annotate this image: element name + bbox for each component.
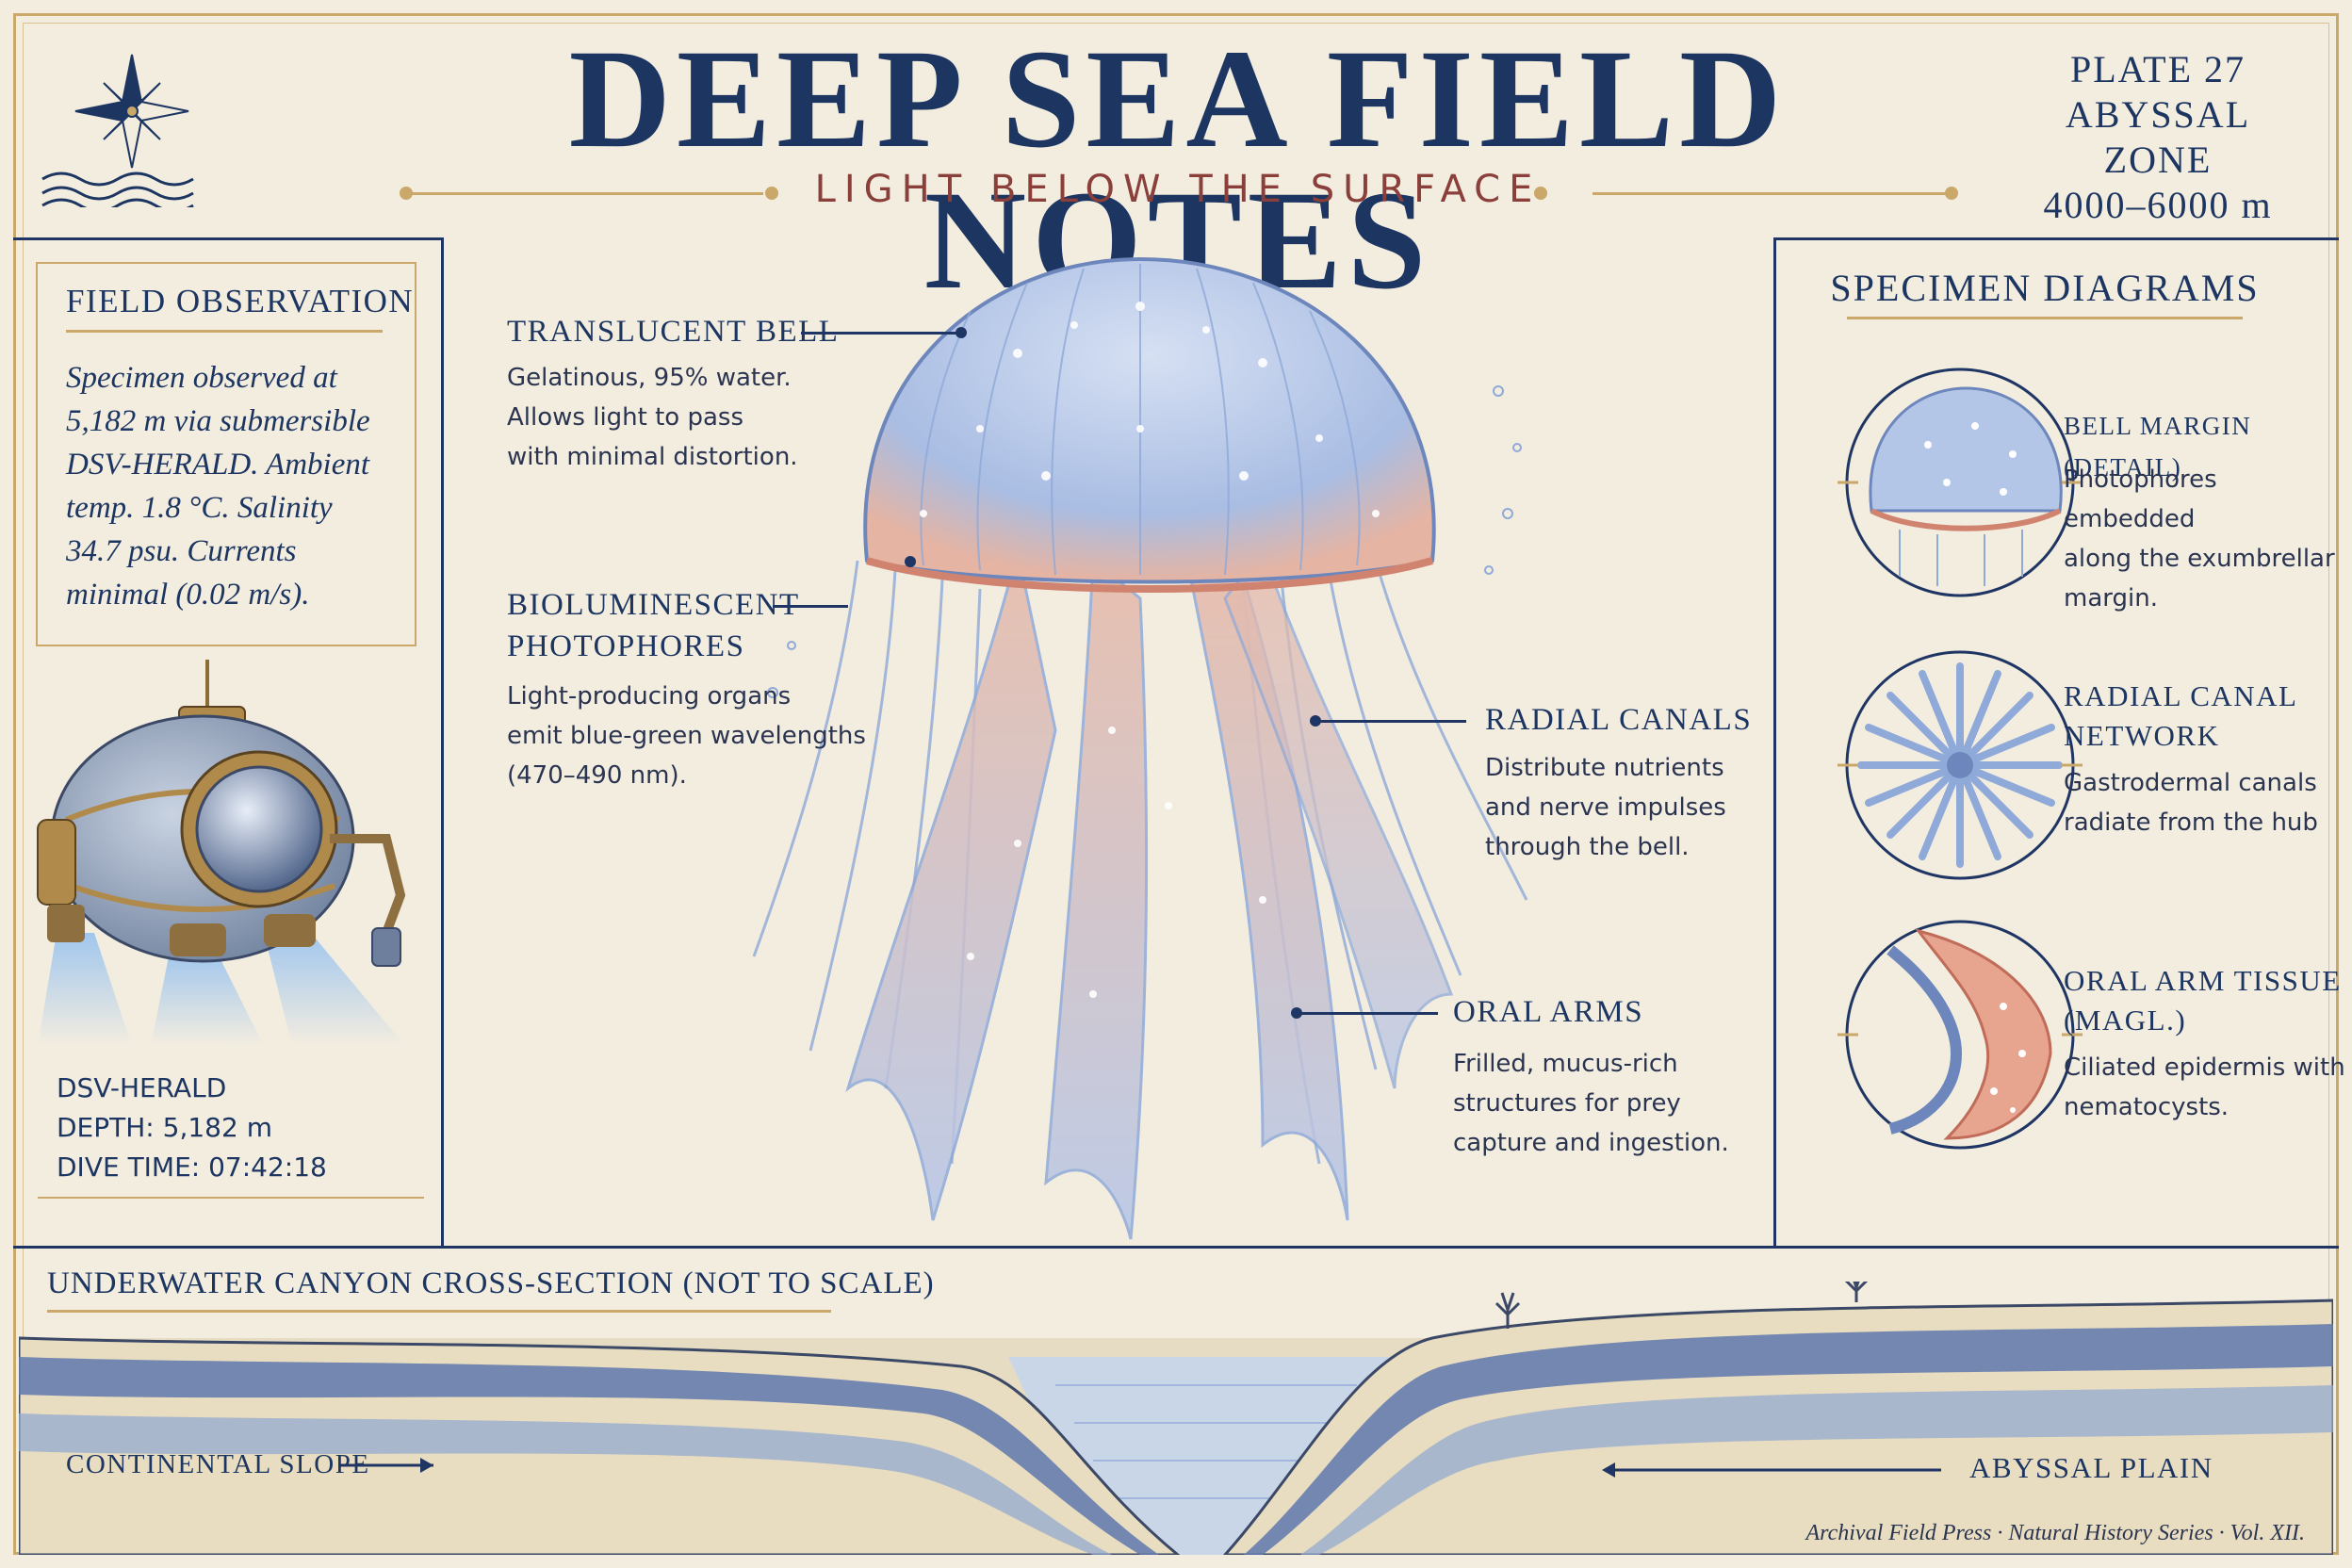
diagram-1-title: BELL MARGIN (DETAIL) bbox=[2064, 412, 2252, 482]
canals-label-title: RADIAL CANALS bbox=[1485, 703, 1753, 737]
label-line: through the bell. bbox=[1485, 833, 1690, 861]
label-line: Frilled, mucus-rich bbox=[1453, 1050, 1678, 1078]
continental-slope-label: CONTINENTAL SLOPE bbox=[66, 1449, 370, 1479]
submersible-dive-time: DIVE TIME: 07:42:18 bbox=[57, 1152, 327, 1183]
label-line: Allows light to pass bbox=[507, 403, 743, 432]
label-line: with minimal distortion. bbox=[507, 443, 798, 471]
label-line: along the exumbrellar bbox=[2064, 545, 2335, 573]
observation-line: DSV-HERALD. Ambient bbox=[66, 448, 370, 482]
label-line: Gastrodermal canals bbox=[2064, 769, 2317, 797]
label-line: Light-producing organs bbox=[507, 682, 792, 710]
submersible-name: DSV-HERALD bbox=[57, 1072, 227, 1103]
canyon-top-rule bbox=[13, 1246, 2339, 1249]
label-line: Photophores embedded bbox=[2064, 466, 2217, 533]
diagram-2-body: Gastrodermal canals radiate from the hub bbox=[2064, 763, 2318, 842]
field-observation-rule bbox=[66, 330, 383, 333]
specimen-diagrams-rule bbox=[1847, 317, 2243, 319]
label-line: Gelatinous, 95% water. bbox=[507, 364, 792, 392]
canyon-cross-section bbox=[19, 1282, 2333, 1555]
label-title-line: PHOTOPHORES bbox=[507, 629, 745, 663]
label-line: structures for prey bbox=[1453, 1089, 1681, 1118]
diagram-3-body: Ciliated epidermis with nematocysts. bbox=[2064, 1048, 2345, 1127]
label-title-line: (MAGL.) bbox=[2064, 1004, 2187, 1037]
bell-label-body: Gelatinous, 95% water. Allows light to p… bbox=[507, 358, 798, 477]
photophores-leader-line bbox=[773, 605, 848, 608]
footer-credit: Archival Field Press · Natural History S… bbox=[1805, 1521, 2306, 1545]
rule-dot bbox=[1945, 187, 1958, 200]
label-line: and nerve impulses bbox=[1485, 793, 1726, 822]
bell-leader-dot bbox=[956, 327, 967, 338]
rule-dot bbox=[400, 187, 413, 200]
arms-label-body: Frilled, mucus-rich structures for prey … bbox=[1453, 1044, 1729, 1163]
photophores-label-body: Light-producing organs emit blue-green w… bbox=[507, 677, 866, 795]
bell-margin-diagram bbox=[1838, 368, 2082, 597]
left-panel-bottom-rule bbox=[38, 1197, 424, 1199]
page-subtitle: LIGHT BELOW THE SURFACE bbox=[814, 168, 1542, 211]
compass-rose-icon bbox=[41, 54, 194, 207]
photophores-leader-dot bbox=[905, 556, 916, 567]
rule-dot bbox=[765, 187, 778, 200]
diagram-1-body: Photophores embedded along the exumbrell… bbox=[2064, 460, 2352, 618]
observation-line: 34.7 psu. Currents bbox=[66, 534, 297, 568]
label-line: Ciliated epidermis with bbox=[2064, 1054, 2345, 1082]
photophores-label-title: BIOLUMINESCENT PHOTOPHORES bbox=[507, 584, 800, 667]
submersible-depth: DEPTH: 5,182 m bbox=[57, 1112, 272, 1143]
page-title: DEEP SEA FIELD NOTES bbox=[568, 21, 1788, 318]
label-line: Distribute nutrients bbox=[1485, 754, 1724, 782]
subtitle-rule-left bbox=[405, 192, 763, 195]
arms-leader-line bbox=[1297, 1012, 1438, 1015]
label-line: nematocysts. bbox=[2064, 1093, 2230, 1121]
plate-number: PLATE 27 bbox=[2070, 48, 2246, 90]
left-panel-top-rule bbox=[13, 237, 443, 240]
canals-leader-line bbox=[1315, 720, 1466, 723]
subtitle-rule-right bbox=[1592, 192, 1951, 195]
observation-line: minimal (0.02 m/s). bbox=[66, 578, 310, 612]
label-line: emit blue-green wavelengths bbox=[507, 722, 866, 750]
diagram-2-title: RADIAL CANAL NETWORK bbox=[2064, 677, 2297, 756]
arrow-right-icon bbox=[339, 1458, 433, 1473]
observation-line: temp. 1.8 °C. Salinity bbox=[66, 491, 333, 525]
right-panel-top-rule bbox=[1773, 237, 2339, 240]
bell-leader-line bbox=[801, 332, 961, 335]
radial-canal-diagram bbox=[1838, 650, 2082, 880]
plate-zone: ABYSSAL ZONE bbox=[2065, 93, 2251, 181]
observation-line: 5,182 m via submersible bbox=[66, 404, 370, 438]
specimen-diagrams-title: SPECIMEN DIAGRAMS bbox=[1830, 267, 2260, 309]
field-observation-box bbox=[36, 262, 416, 646]
field-observation-title: FIELD OBSERVATION bbox=[66, 283, 415, 319]
left-panel-right-rule bbox=[441, 237, 444, 1248]
label-line: radiate from the hub bbox=[2064, 808, 2318, 837]
canals-label-body: Distribute nutrients and nerve impulses … bbox=[1485, 748, 1726, 867]
label-line: (470–490 nm). bbox=[507, 761, 687, 790]
right-panel-left-rule bbox=[1773, 237, 1776, 1248]
oral-arm-tissue-diagram bbox=[1838, 920, 2082, 1150]
canyon-title-rule bbox=[47, 1310, 831, 1313]
label-title-line: RADIAL CANAL bbox=[2064, 679, 2298, 712]
bell-label-title: TRANSLUCENT BELL bbox=[507, 315, 840, 349]
plate-depth: 4000–6000 m bbox=[2043, 184, 2273, 226]
label-title-line: ORAL ARM TISSUE bbox=[2064, 964, 2342, 997]
submersible-illustration bbox=[37, 660, 406, 1046]
label-line: capture and ingestion. bbox=[1453, 1129, 1729, 1157]
label-title-line: BIOLUMINESCENT bbox=[507, 588, 800, 622]
canyon-title: UNDERWATER CANYON CROSS-SECTION (NOT TO … bbox=[47, 1266, 935, 1300]
arrow-left-icon bbox=[1602, 1462, 1941, 1478]
observation-line: Specimen observed at bbox=[66, 361, 337, 395]
rule-dot bbox=[1534, 187, 1547, 200]
label-title-line: NETWORK bbox=[2064, 719, 2220, 752]
abyssal-plain-label: ABYSSAL PLAIN bbox=[1969, 1451, 2213, 1484]
submersible-info: DSV-HERALD DEPTH: 5,182 m DIVE TIME: 07:… bbox=[57, 1069, 327, 1187]
jellyfish-illustration bbox=[752, 256, 1528, 1240]
diagram-3-title: ORAL ARM TISSUE (MAGL.) bbox=[2064, 961, 2342, 1040]
arms-label-title: ORAL ARMS bbox=[1453, 995, 1644, 1029]
plate-info: PLATE 27 ABYSSAL ZONE 4000–6000 m bbox=[2017, 47, 2299, 228]
field-observation-text: Specimen observed at 5,182 m via submers… bbox=[66, 356, 405, 616]
label-line: margin. bbox=[2064, 584, 2158, 612]
